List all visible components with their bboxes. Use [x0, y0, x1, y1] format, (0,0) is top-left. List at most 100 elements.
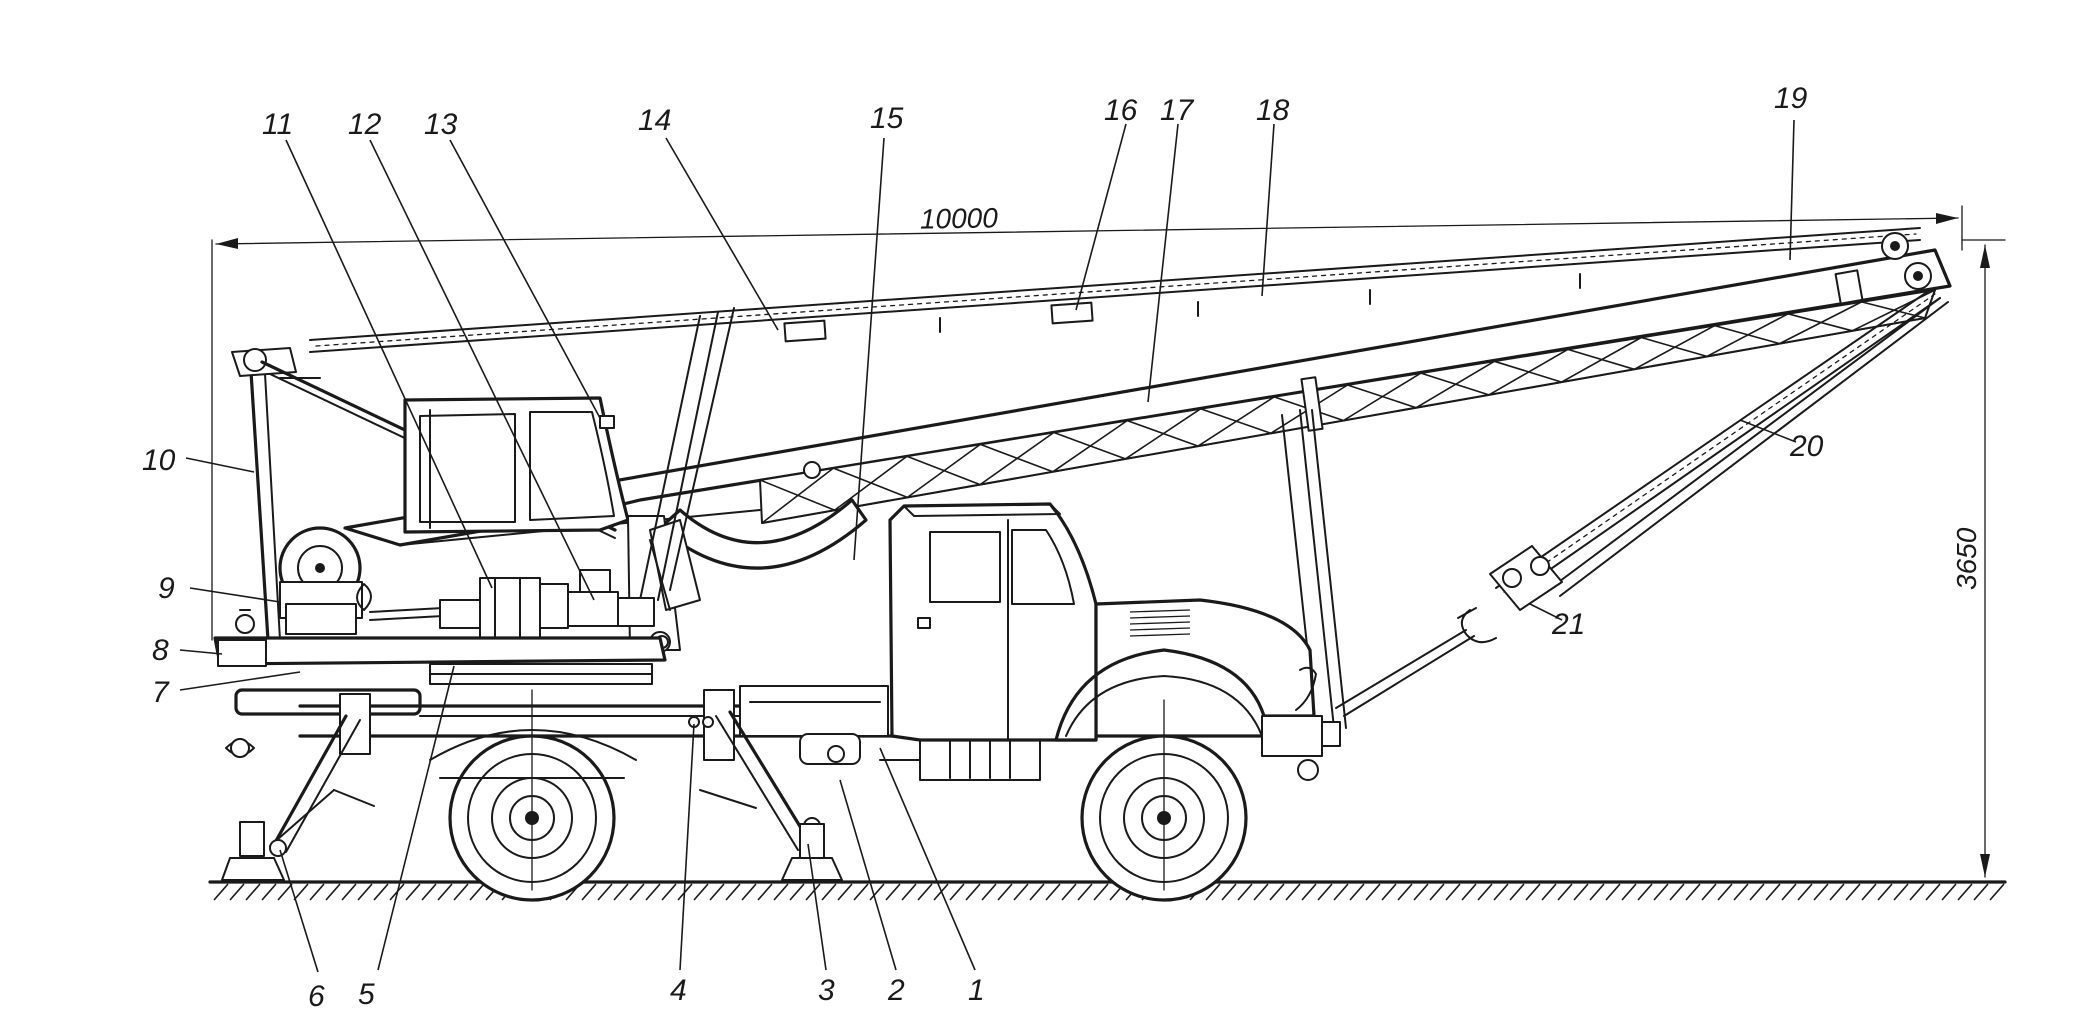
ground-hatch-stroke: [901, 883, 917, 901]
ground-hatch-stroke: [853, 883, 869, 901]
ground-hatch-stroke: [1909, 883, 1925, 901]
ground-hatch-stroke: [245, 883, 261, 901]
ground-hatch-stroke: [725, 883, 741, 901]
ground-hatch-stroke: [869, 883, 885, 901]
boom-lattice-strut: [761, 467, 834, 524]
ground-hatch-stroke: [1397, 883, 1413, 901]
boom-lattice-strut: [1633, 324, 1716, 371]
ground-hatch-stroke: [1877, 883, 1893, 901]
ground-hatch-stroke: [773, 883, 789, 901]
ground-hatch-stroke: [453, 883, 469, 901]
ground-hatch-stroke: [229, 883, 245, 901]
ground-hatch-stroke: [837, 883, 853, 901]
ground-hatch-stroke: [757, 883, 773, 901]
ground-hatch-stroke: [965, 883, 981, 901]
ground-hatch-stroke: [341, 883, 357, 901]
ground-hatch-stroke: [405, 883, 421, 901]
ground-hatch-stroke: [1861, 883, 1877, 901]
ground-hatch-stroke: [1413, 883, 1429, 901]
ground-hatch-stroke: [1765, 883, 1781, 901]
callout-14: 14: [638, 104, 671, 137]
ground-hatch-stroke: [1221, 883, 1237, 901]
ground-hatch-stroke: [1445, 883, 1461, 901]
callout-8: 8: [152, 634, 169, 667]
grille-slat: [1129, 627, 1191, 631]
front-outrigger: [699, 689, 843, 881]
boom-lattice-strut: [1197, 396, 1275, 447]
ground-hatch-stroke: [357, 883, 373, 901]
callout-18: 18: [1256, 94, 1290, 127]
ground-hatch-stroke: [1925, 883, 1941, 901]
boom-lattice: [759, 289, 1936, 524]
boom-lattice-strut: [834, 455, 908, 511]
ground-hatch-stroke: [261, 883, 277, 901]
callout-1: 1: [968, 974, 985, 1007]
ground-hatch-stroke: [1589, 883, 1605, 901]
ground-hatch-stroke: [597, 883, 613, 901]
ground-hatch-stroke: [1093, 883, 1109, 901]
callout-16: 16: [1104, 94, 1138, 127]
boom-lattice-strut: [1779, 301, 1862, 345]
grille-slat: [1129, 615, 1191, 619]
callout-5: 5: [358, 978, 375, 1011]
ground-hatch-stroke: [1429, 883, 1445, 901]
crane-operator-cab: [403, 396, 630, 534]
ground-hatch-stroke: [917, 883, 933, 901]
callout-17: 17: [1160, 94, 1195, 127]
ground-hatch-stroke: [1829, 883, 1845, 901]
ground-hatch-stroke: [1637, 883, 1653, 901]
ground-hatch-stroke: [1461, 883, 1477, 901]
callout-6: 6: [308, 980, 325, 1013]
callout-19: 19: [1774, 82, 1808, 115]
front-wheel: [1080, 699, 1248, 902]
ground-hatch-stroke: [629, 883, 645, 901]
ground-hatch-stroke: [1813, 883, 1829, 901]
boom-lattice-strut: [1706, 313, 1789, 358]
length-dimension-label: 10000: [920, 202, 999, 234]
ground-hatch-stroke: [1045, 883, 1061, 901]
ground-hatch-stroke: [1973, 883, 1989, 901]
ground-hatch-stroke: [949, 883, 965, 901]
ground-hatch-stroke: [1669, 883, 1685, 901]
ground-hatch-stroke: [1269, 883, 1285, 901]
ground-hatch-stroke: [1845, 883, 1861, 901]
ground-hatch-stroke: [821, 883, 837, 901]
rear-wheel: [429, 689, 637, 902]
truck-frame: [234, 685, 1302, 781]
drive-shaft-gearbox: [369, 569, 669, 649]
truck-hood: [1054, 598, 1323, 781]
ground-hatch-stroke: [1733, 883, 1749, 901]
ground-hatch-stroke: [1205, 883, 1221, 901]
ground-hatch-stroke: [885, 883, 901, 901]
ground-hatch-stroke: [645, 883, 661, 901]
height-dimension-label: 3650: [1951, 527, 1982, 590]
boom-suspension-cable: [309, 227, 1921, 353]
slewing-platform: [213, 609, 667, 685]
ground-hatch-stroke: [1013, 883, 1029, 901]
callout-labels: 1 2 3 4 5 6 7 8 9 10 11 12 13 14 15 16 1…: [142, 82, 1824, 1013]
ground-hatch-stroke: [469, 883, 485, 901]
ground-hatch-stroke: [709, 883, 725, 901]
boom-lattice-strut: [1415, 360, 1495, 409]
ground-hatch-stroke: [581, 883, 597, 901]
ground-hatch-stroke: [1253, 883, 1269, 901]
ground-hatch-stroke: [661, 883, 677, 901]
ground-hatch-stroke: [1509, 883, 1525, 901]
ground-hatch-stroke: [997, 883, 1013, 901]
callout-7: 7: [152, 676, 170, 709]
ground-hatch-stroke: [1653, 883, 1669, 901]
grille-slat: [1129, 609, 1191, 613]
length-dimension: 10000: [211, 202, 1963, 641]
ground-hatch-stroke: [1605, 883, 1621, 901]
ground-hatch-stroke: [325, 883, 341, 901]
ground-hatch-stroke: [373, 883, 389, 901]
grille-slat: [1129, 621, 1191, 625]
callout-13: 13: [424, 108, 458, 141]
ground-hatch-stroke: [1893, 883, 1909, 901]
ground-hatch-stroke: [1301, 883, 1317, 901]
ground-hatch-stroke: [1477, 883, 1493, 901]
ground-hatch-stroke: [1317, 883, 1333, 901]
ground-hatch-stroke: [981, 883, 997, 901]
ground-hatch-stroke: [1685, 883, 1701, 901]
